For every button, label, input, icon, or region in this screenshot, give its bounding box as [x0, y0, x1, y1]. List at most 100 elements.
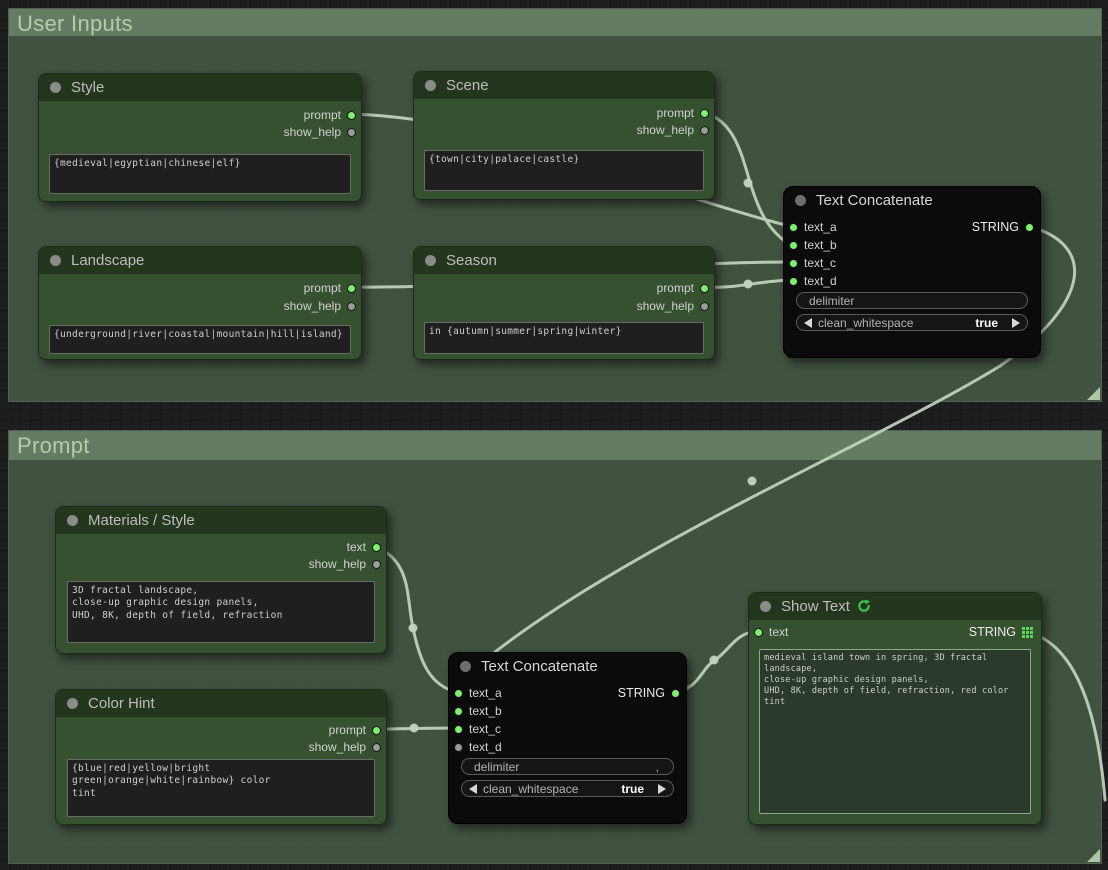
prompt-textarea[interactable]: {blue|red|yellow|bright green|orange|whi… [67, 759, 375, 817]
input-port-text-d[interactable]: text_d [454, 740, 502, 754]
input-port-text-a[interactable]: text_a [789, 220, 837, 234]
node-header[interactable] [414, 72, 714, 99]
port-dot-icon[interactable] [789, 258, 798, 268]
node-header[interactable] [414, 247, 714, 274]
collapse-dot-icon[interactable] [760, 601, 771, 612]
group-resize-handle[interactable] [1087, 387, 1100, 400]
prev-arrow-icon[interactable] [804, 317, 812, 328]
output-port-string[interactable]: STRING [618, 686, 680, 700]
collapse-dot-icon[interactable] [425, 255, 436, 266]
prompt-textarea[interactable]: in {autumn|summer|spring|winter} [424, 322, 704, 354]
prompt-textarea[interactable]: {town|city|palace|castle} [424, 150, 704, 191]
input-port-text-c[interactable]: text_c [789, 256, 836, 270]
input-port-text-b[interactable]: text_b [454, 704, 502, 718]
port-label: prompt [656, 106, 694, 120]
input-port-text-d[interactable]: text_d [789, 274, 837, 288]
node-show-text[interactable]: Show Text text STRING medieval island to… [748, 592, 1042, 825]
delimiter-widget[interactable]: delimiter , [461, 758, 674, 775]
port-dot-icon[interactable] [454, 724, 463, 734]
delimiter-widget[interactable]: delimiter [796, 292, 1028, 309]
port-dot-icon[interactable] [372, 742, 381, 752]
input-port-text-a[interactable]: text_a [454, 686, 502, 700]
output-port-show-help[interactable]: show_help [284, 125, 356, 139]
port-dot-icon[interactable] [789, 222, 798, 232]
port-dot-icon[interactable] [754, 627, 763, 637]
input-port-text-c[interactable]: text_c [454, 722, 501, 736]
output-port-show-help[interactable]: show_help [637, 299, 709, 313]
port-dot-icon[interactable] [372, 725, 381, 735]
port-dot-icon[interactable] [372, 559, 381, 569]
input-port-text-b[interactable]: text_b [789, 238, 837, 252]
port-dot-icon[interactable] [789, 240, 798, 250]
port-label: prompt [303, 281, 341, 295]
group-resize-handle[interactable] [1087, 849, 1100, 862]
output-port-show-help[interactable]: show_help [309, 740, 381, 754]
show-text-output-textarea[interactable]: medieval island town in spring, 3D fract… [759, 649, 1031, 814]
port-label: text [346, 540, 366, 554]
prev-arrow-icon[interactable] [469, 783, 477, 794]
multi-link-grid-icon[interactable] [1022, 626, 1033, 638]
output-port-prompt[interactable]: prompt [657, 281, 709, 295]
link-midpoint-dot [709, 655, 719, 665]
next-arrow-icon[interactable] [658, 783, 666, 794]
output-port-prompt[interactable]: prompt [657, 106, 709, 120]
port-dot-icon[interactable] [671, 688, 680, 698]
output-port-show-help[interactable]: show_help [309, 557, 381, 571]
node-text-concatenate-bottom[interactable]: Text Concatenate text_a text_b text_c te… [448, 652, 687, 824]
node-header[interactable] [56, 690, 386, 717]
collapse-dot-icon[interactable] [50, 255, 61, 266]
node-color-hint[interactable]: Color Hint prompt show_help {blue|red|ye… [55, 689, 387, 825]
node-header[interactable] [749, 593, 1041, 620]
prompt-textarea[interactable]: {medieval|egyptian|chinese|elf} [49, 154, 351, 194]
node-scene[interactable]: Scene prompt show_help {town|city|palace… [413, 71, 715, 200]
port-dot-icon[interactable] [700, 125, 709, 135]
port-label: show_help [636, 299, 694, 313]
clean-whitespace-widget[interactable]: clean_whitespace true [796, 314, 1028, 331]
node-text-concatenate-top[interactable]: Text Concatenate text_a text_b text_c te… [783, 186, 1041, 358]
port-dot-icon[interactable] [700, 301, 709, 311]
port-dot-icon[interactable] [347, 110, 356, 120]
collapse-dot-icon[interactable] [460, 661, 471, 672]
collapse-dot-icon[interactable] [425, 80, 436, 91]
port-label: show_help [283, 299, 341, 313]
next-arrow-icon[interactable] [1012, 317, 1020, 328]
group-header[interactable] [9, 431, 1101, 460]
output-port-prompt[interactable]: prompt [304, 108, 356, 122]
port-dot-icon[interactable] [700, 283, 709, 293]
node-header[interactable] [39, 74, 361, 101]
output-port-string[interactable]: STRING [972, 220, 1034, 234]
port-dot-icon[interactable] [347, 301, 356, 311]
port-dot-icon[interactable] [454, 706, 463, 716]
node-style[interactable]: Style prompt show_help {medieval|egyptia… [38, 73, 362, 202]
output-port-prompt[interactable]: prompt [304, 281, 356, 295]
node-season[interactable]: Season prompt show_help in {autumn|summe… [413, 246, 715, 360]
group-header[interactable] [9, 9, 1101, 36]
node-header[interactable] [39, 247, 361, 274]
collapse-dot-icon[interactable] [67, 515, 78, 526]
output-port-show-help[interactable]: show_help [284, 299, 356, 313]
port-dot-icon[interactable] [700, 108, 709, 118]
port-dot-icon[interactable] [789, 276, 798, 286]
node-header[interactable] [56, 507, 386, 534]
clean-whitespace-widget[interactable]: clean_whitespace true [461, 780, 674, 797]
output-port-prompt[interactable]: prompt [329, 723, 381, 737]
node-landscape[interactable]: Landscape prompt show_help {underground|… [38, 246, 362, 360]
output-port-string[interactable]: STRING [969, 625, 1033, 639]
prompt-textarea[interactable]: 3D fractal landscape, close-up graphic d… [67, 581, 375, 643]
port-dot-icon[interactable] [1025, 222, 1034, 232]
port-dot-icon[interactable] [347, 127, 356, 137]
port-dot-icon[interactable] [372, 542, 381, 552]
output-port-text[interactable]: text [347, 540, 381, 554]
port-dot-icon[interactable] [454, 688, 463, 698]
port-dot-icon[interactable] [454, 742, 463, 752]
port-dot-icon[interactable] [347, 283, 356, 293]
link-midpoint-dot [408, 623, 418, 633]
node-materials-style[interactable]: Materials / Style text show_help 3D frac… [55, 506, 387, 654]
collapse-dot-icon[interactable] [795, 195, 806, 206]
input-port-text[interactable]: text [754, 625, 788, 639]
collapse-dot-icon[interactable] [67, 698, 78, 709]
collapse-dot-icon[interactable] [50, 82, 61, 93]
prompt-textarea[interactable]: {underground|river|coastal|mountain|hill… [49, 325, 351, 354]
output-port-show-help[interactable]: show_help [637, 123, 709, 137]
